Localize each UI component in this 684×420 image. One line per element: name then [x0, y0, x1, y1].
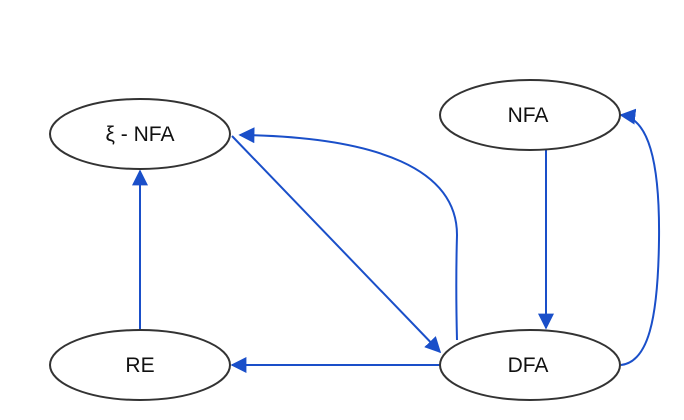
node-enfa: ξ - NFA: [49, 98, 231, 170]
node-re-label: RE: [125, 354, 154, 377]
node-dfa: DFA: [439, 329, 621, 401]
node-enfa-label: ξ - NFA: [106, 123, 175, 146]
edge-dfa-to-nfa: [619, 108, 661, 366]
node-nfa-label: NFA: [508, 104, 549, 127]
node-enfa-shape: [49, 98, 231, 170]
node-dfa-label: DFA: [508, 354, 549, 377]
node-nfa-shape: [439, 79, 621, 151]
node-dfa-shape: [439, 329, 621, 401]
edge-dfa-to-enfa: [238, 127, 459, 341]
node-re: RE: [49, 329, 231, 401]
edge-enfa-to-dfa: [231, 135, 442, 354]
node-nfa: NFA: [439, 79, 621, 151]
edges: [132, 108, 661, 373]
node-re-shape: [49, 329, 231, 401]
